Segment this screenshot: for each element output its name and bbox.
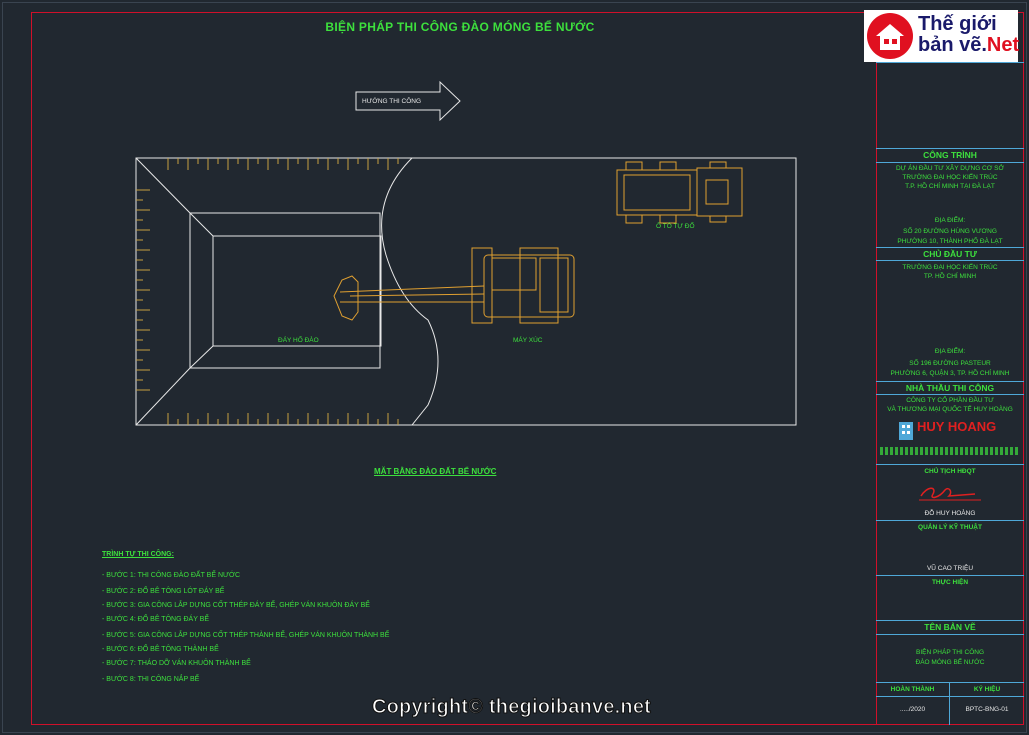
direction-label: HƯỚNG THI CÔNG [362,98,422,105]
tb-divider [876,682,1024,683]
logo-line2: bản vẽ.Net [918,35,1019,55]
contractor-brand: HUY HOANG [917,419,997,434]
code-value: BPTC-BNG-01 [965,706,1009,713]
sequence-step: - BƯỚC 1: THI CÔNG ĐÀO ĐẤT BỂ NƯỚC [102,572,241,579]
owner-address-line: PHƯỜNG 6, QUẬN 3, TP. HỒ CHÍ MINH [890,370,1010,377]
tb-divider [876,696,1024,697]
tb-divider [876,464,1024,465]
pit-bottom [212,235,382,347]
tb-divider [876,162,1024,163]
contractor-address-text [880,447,1020,455]
contractor-heading: NHÀ THẦU THI CÔNG [905,383,995,393]
tb-divider [876,520,1024,521]
owner-heading: CHỦ ĐẦU TƯ [923,249,977,259]
sequence-step: - BƯỚC 6: ĐỔ BÊ TÔNG THÀNH BỂ [102,646,219,653]
sequence-step: - BƯỚC 7: THÁO DỠ VÁN KHUÔN THÀNH BỂ [102,660,251,667]
tech-label: QUẢN LÝ KỸ THUẬT [918,524,982,531]
tb-divider [876,634,1024,635]
site-label: ĐỊA ĐIỂM: [934,217,966,224]
sequence-heading: TRÌNH TỰ THI CÔNG: [102,551,174,558]
completed-value: ...../2020 [899,706,926,713]
tb-divider [876,620,1024,621]
tb-divider [876,394,1024,395]
signature [919,487,981,501]
direction-arrow [355,80,461,122]
slope-hatch-bottom [167,413,399,425]
site-line: SỐ 20 ĐƯỜNG HÙNG VƯƠNG [903,228,997,235]
project-line: DỰ ÁN ĐẦU TƯ XÂY DỰNG CƠ SỞ [895,165,1005,172]
tech-name: VŨ CAO TRIỆU [926,565,974,572]
owner-address-label: ĐỊA ĐIỂM: [934,348,966,355]
drawing-frame [31,12,1024,725]
plan-drawing [135,80,797,426]
owner-line: TRƯỜNG ĐẠI HỌC KIẾN TRÚC [902,264,998,271]
site-logo[interactable]: Thế giới bản vẽ.Net [864,10,1019,62]
building-logo-icon [899,422,913,440]
contractor-line: CÔNG TY CỔ PHẦN ĐẦU TƯ [906,397,994,404]
tb-divider [876,247,1024,248]
project-heading: CÔNG TRÌNH [923,150,977,160]
excavation-boundary [135,157,797,426]
sequence-step: - BƯỚC 3: GIA CÔNG LẮP DỰNG CỐT THÉP ĐÁY… [102,602,370,609]
sequence-step: - BƯỚC 4: ĐỔ BÊ TÔNG ĐÁY BỂ [102,616,210,623]
chair-label: CHỦ TỊCH HĐQT [924,468,976,475]
completed-label: HOÀN THÀNH [890,686,935,693]
site-line: PHƯỜNG 10, THÀNH PHỐ ĐÀ LẠT [897,238,1003,245]
tb-divider [876,575,1024,576]
tb-divider [876,381,1024,382]
slope-hatch-left [136,189,150,391]
owner-line: TP. HỒ CHÍ MINH [923,273,977,280]
exec-label: THỰC HIỆN [931,579,969,586]
sequence-step: - BƯỚC 5: GIA CÔNG LẮP DỰNG CỐT THÉP THÀ… [102,632,390,639]
drawing-name-line: ĐÀO MÓNG BỂ NƯỚC [915,659,985,666]
drawing-name-heading: TÊN BẢN VẼ [924,622,976,632]
chair-name: ĐỖ HUY HOÀNG [924,510,976,517]
contractor-line: VÀ THƯƠNG MẠI QUỐC TẾ HUY HOÀNG [887,406,1013,413]
tb-divider [876,148,1024,149]
logo-line1: Thế giới [918,13,997,35]
logo-line2-text: bản vẽ. [918,34,987,56]
excavator-drawing [333,247,575,324]
title-block [876,12,1025,725]
dump-truck-drawing [616,161,743,224]
tb-divider [876,62,1024,63]
tb-divider [876,260,1024,261]
copyright-watermark: Copyright© thegioibanve.net [371,696,652,719]
house-logo-icon [867,13,913,59]
plan-title: MẶT BẰNG ĐÀO ĐẤT BỂ NƯỚC [374,467,497,476]
project-line: TRƯỜNG ĐẠI HỌC KIẾN TRÚC [902,174,998,181]
owner-address-line: SỐ 196 ĐƯỜNG PASTEUR [909,360,991,367]
drawing-name-line: BIỆN PHÁP THI CÔNG [915,649,985,656]
sequence-step: - BƯỚC 8: THI CÔNG NẮP BỂ [102,676,200,683]
project-line: T.P. HỒ CHÍ MINH TẠI ĐÀ LẠT [905,183,995,190]
contractor-logo: HUY HOANG [897,418,1007,444]
drawing-title: BIỆN PHÁP THI CÔNG ĐÀO MÓNG BỂ NƯỚC [325,20,595,34]
logo-line2-net: Net [986,34,1020,56]
slope-hatch-top [167,158,399,170]
code-label: KÝ HIỆU [973,686,1001,693]
truck-label: Ô TÔ TỰ ĐỔ [656,223,695,230]
sequence-step: - BƯỚC 2: ĐỔ BÊ TÔNG LÓT ĐÁY BỂ [102,588,225,595]
tb-vdivider [949,682,950,725]
pit-bottom-label: ĐÁY HỐ ĐÀO [278,337,319,344]
excavator-label: MÁY XÚC [513,337,543,344]
